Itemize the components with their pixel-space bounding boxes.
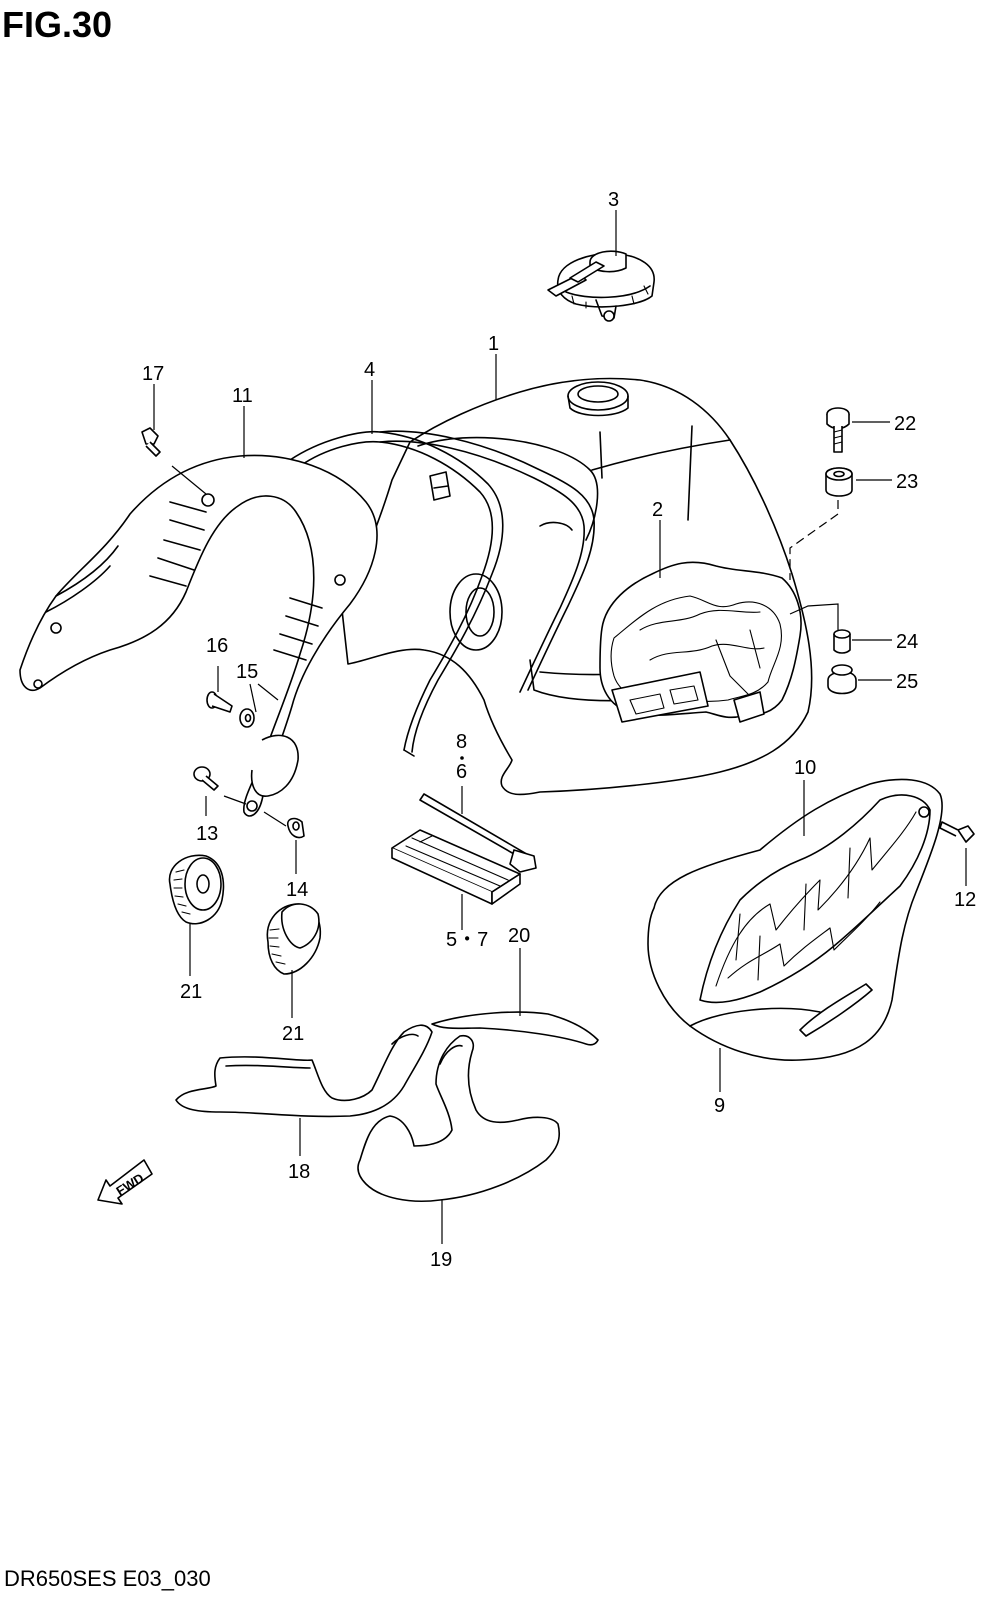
callout-22: 22	[894, 413, 916, 435]
callout-20: 20	[508, 925, 530, 947]
screw-12	[939, 821, 975, 843]
callout-15: 15	[236, 661, 258, 683]
callout-21b: 21	[282, 1023, 304, 1045]
callout-17: 17	[142, 363, 164, 385]
frame-cover-part	[19, 454, 378, 817]
leader-lines	[153, 210, 967, 1244]
callout-13: 13	[196, 823, 218, 845]
callout-23: 23	[896, 471, 918, 493]
callout-2: 2	[652, 499, 663, 521]
callout-14: 14	[286, 879, 308, 901]
callout-1: 1	[488, 333, 499, 355]
callout-12: 12	[954, 889, 976, 911]
screw-16	[206, 691, 233, 713]
callout-labels: 3 1 2 4 11 17 22 23 24 25 16 15 13 14 8 …	[142, 189, 976, 1271]
cushion-25	[827, 664, 857, 695]
diagram-code: DR650SES E03_030	[4, 1566, 211, 1591]
grommet-23	[825, 467, 853, 497]
cover-18	[175, 1024, 433, 1118]
callout-9: 9	[714, 1095, 725, 1117]
tank-edge-seal-part	[289, 430, 595, 757]
cover-19	[357, 1034, 561, 1203]
callout-21a: 21	[180, 981, 202, 1003]
figure-title: FIG.30	[2, 4, 113, 45]
callout-24: 24	[896, 631, 918, 653]
tank-decal-part	[599, 561, 802, 723]
callout-6: 6	[456, 761, 467, 783]
clamp-band-6-8	[419, 793, 537, 873]
clip-nut-14	[286, 817, 305, 839]
callout-16: 16	[206, 635, 228, 657]
callout-11: 11	[232, 385, 253, 407]
fuel-cap-part	[547, 250, 655, 322]
bolt-22	[826, 407, 850, 453]
screw-17	[141, 427, 161, 457]
callout-dot	[460, 756, 464, 760]
rubber-damper-21b	[266, 903, 322, 975]
callout-3: 3	[608, 189, 619, 211]
guard-20	[431, 1011, 599, 1046]
fwd-arrow: FWD	[97, 1159, 153, 1205]
collar-24	[833, 629, 851, 654]
callout-8: 8	[456, 731, 467, 753]
callout-4: 4	[364, 359, 375, 381]
callout-25: 25	[896, 671, 918, 693]
rubber-damper-21a	[168, 854, 225, 925]
cushion-pad-5-7	[391, 829, 521, 905]
callout-18: 18	[288, 1161, 310, 1183]
screw-13	[193, 766, 219, 791]
callout-19: 19	[430, 1249, 452, 1271]
washer-15	[239, 708, 255, 728]
side-cover-part	[647, 778, 943, 1061]
callout-10: 10	[794, 757, 816, 779]
callout-5-7: 5・7	[446, 929, 488, 951]
